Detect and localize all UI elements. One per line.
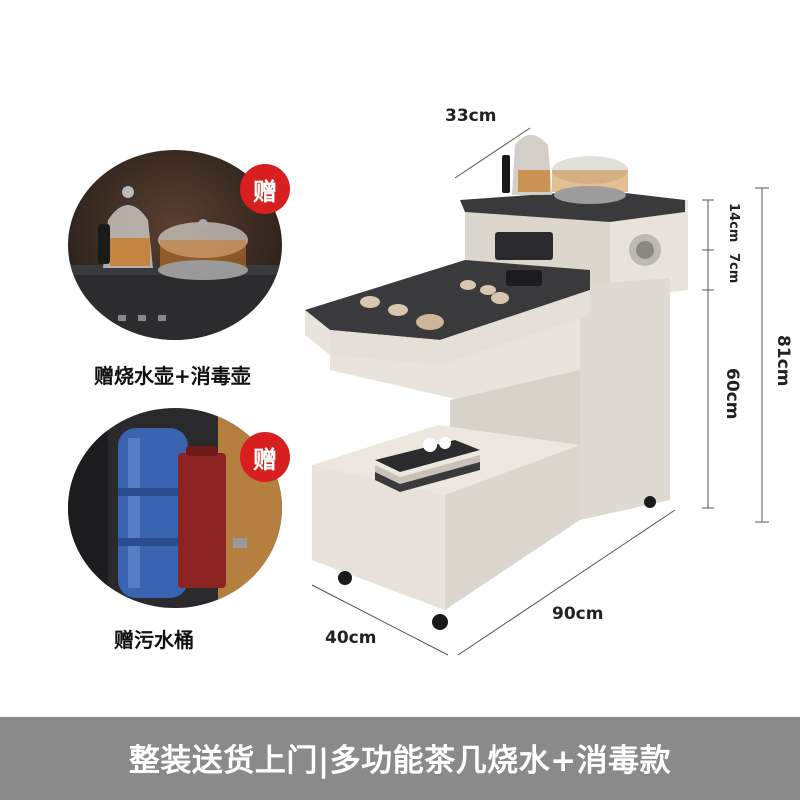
tea-table-product-image bbox=[305, 127, 769, 656]
dimension-length: 90cm bbox=[552, 604, 604, 624]
dimension-depth: 40cm bbox=[325, 628, 377, 648]
gift-caption-2: 赠污水桶 bbox=[114, 628, 194, 652]
gift-badge-2: 赠 bbox=[240, 432, 290, 482]
bottom-banner bbox=[0, 717, 800, 800]
dimension-upper-height: 14cm bbox=[726, 203, 741, 243]
gift-caption-1: 赠烧水壶+消毒壶 bbox=[94, 364, 251, 388]
banner-text: 整装送货上门|多功能茶几烧水+消毒款 bbox=[128, 743, 672, 779]
dimension-drawer-height: 7cm bbox=[726, 253, 741, 284]
dimension-total-height: 81cm bbox=[773, 335, 793, 387]
gift-badge-1: 赠 bbox=[240, 164, 290, 214]
dimension-top-width: 33cm bbox=[445, 106, 497, 126]
dimension-lower-height: 60cm bbox=[722, 368, 742, 420]
